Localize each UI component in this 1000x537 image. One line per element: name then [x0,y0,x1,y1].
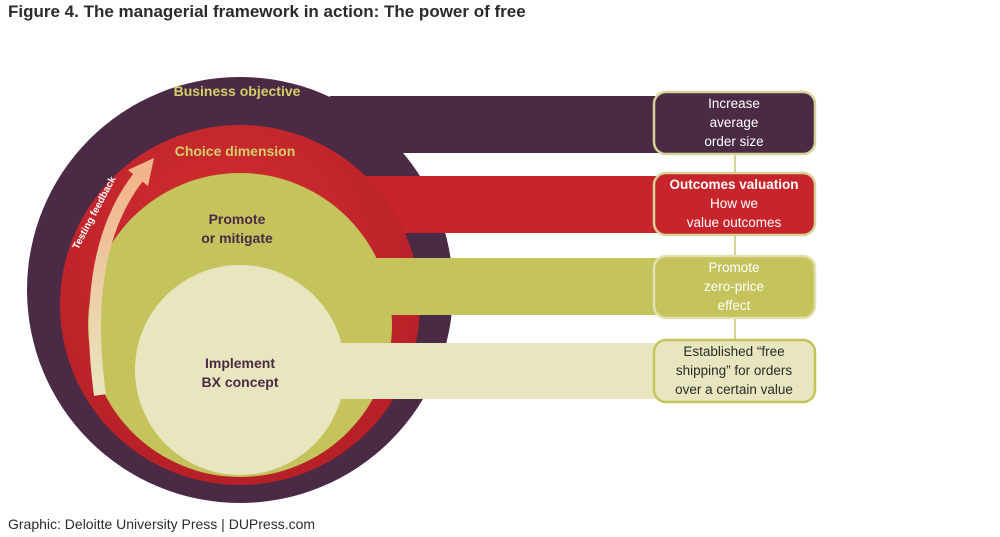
implement-label-line1: Implement [205,355,275,371]
choice-box-line1: Outcomes valuation [669,177,798,192]
promote-label-line1: Promote [209,211,266,227]
implement-box: Established “free shipping” for orders o… [652,338,817,404]
implement-box-line3: over a certain value [675,382,793,397]
business-box-line3: order size [704,134,763,149]
implement-box-line1: Established “free [683,344,784,359]
implement-box-line2: shipping” for orders [676,363,793,378]
graphic-credit: Graphic: Deloitte University Press | DUP… [8,516,316,532]
choice-dimension-label: Choice dimension [175,143,296,159]
choice-box-line3: value outcomes [687,215,782,230]
business-objective-box: Increase average order size [652,90,817,156]
implement-circle [135,265,345,475]
figure-title: Figure 4. The managerial framework in ac… [8,2,526,21]
promote-box-line2: zero-price [704,279,764,294]
testing-feedback-arrowhead [128,158,154,186]
choice-box-line2: How we [710,196,758,211]
implement-label-line2: BX concept [201,374,278,390]
promote-label-line2: or mitigate [201,230,273,246]
business-box-line1: Increase [708,96,760,111]
business-box-line2: average [710,115,759,130]
business-objective-label: Business objective [174,83,301,99]
promote-box: Promote zero-price effect [652,254,817,320]
promote-box-line3: effect [718,298,751,313]
choice-dimension-box: Outcomes valuation How we value outcomes [652,171,817,237]
promote-box-line1: Promote [708,260,759,275]
testing-feedback-arrow [89,171,145,396]
